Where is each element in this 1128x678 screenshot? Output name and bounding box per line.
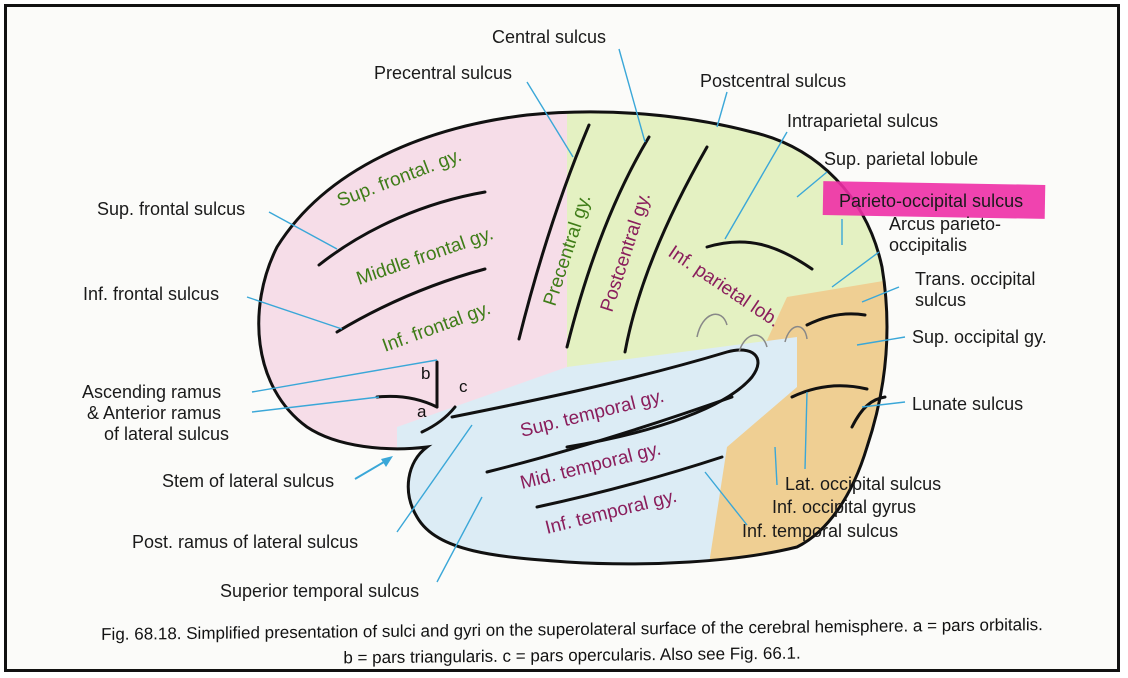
label-inf-frontal-sulcus: Inf. frontal sulcus — [83, 284, 219, 304]
letter-b: b — [421, 364, 430, 383]
brain-diagram: a b c Sup. frontal. gy. Middle frontal g… — [7, 7, 1120, 672]
stem-arrowhead — [381, 456, 393, 467]
label-lunate-sulcus: Lunate sulcus — [912, 394, 1023, 414]
label-postcentral-sulcus: Postcentral sulcus — [700, 71, 846, 91]
label-sup-parietal-lobule: Sup. parietal lobule — [824, 149, 978, 169]
label-sup-frontal-sulcus: Sup. frontal sulcus — [97, 199, 245, 219]
label-trans-occipital-1: Trans. occipital — [915, 269, 1035, 289]
label-inf-temporal-sulcus: Inf. temporal sulcus — [742, 521, 898, 541]
label-sup-occipital-gy: Sup. occipital gy. — [912, 327, 1047, 347]
label-stem-lateral: Stem of lateral sulcus — [162, 471, 334, 491]
label-parieto-occipital-sulcus: Parieto-occipital sulcus — [839, 191, 1023, 211]
letter-a: a — [417, 402, 427, 421]
letter-c: c — [459, 377, 468, 396]
label-central-sulcus: Central sulcus — [492, 27, 606, 47]
label-post-ramus: Post. ramus of lateral sulcus — [132, 532, 358, 552]
label-ascending-3: of lateral sulcus — [104, 424, 229, 444]
label-arcus-1: Arcus parieto- — [889, 214, 1001, 234]
label-inf-occipital-gyrus: Inf. occipital gyrus — [772, 497, 916, 517]
label-ascending-1: Ascending ramus — [82, 382, 221, 402]
label-superior-temporal-sulcus: Superior temporal sulcus — [220, 581, 419, 601]
label-intraparietal-sulcus: Intraparietal sulcus — [787, 111, 938, 131]
label-trans-occipital-2: sulcus — [915, 290, 966, 310]
label-lat-occipital-sulcus: Lat. occipital sulcus — [785, 474, 941, 494]
figure-caption: Fig. 68.18. Simplified presentation of s… — [17, 611, 1120, 672]
label-precentral-sulcus: Precentral sulcus — [374, 63, 512, 83]
figure-frame: a b c Sup. frontal. gy. Middle frontal g… — [4, 4, 1120, 672]
label-ascending-2: & Anterior ramus — [87, 403, 221, 423]
label-arcus-2: occipitalis — [889, 235, 967, 255]
